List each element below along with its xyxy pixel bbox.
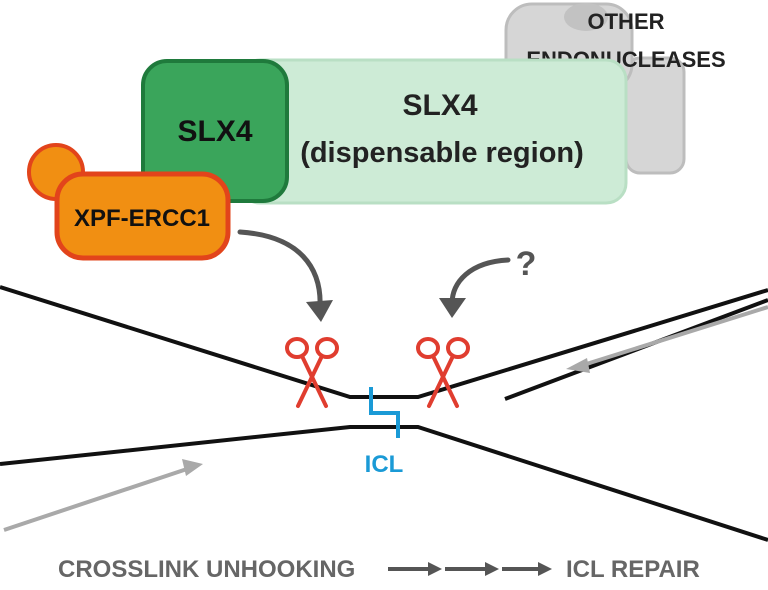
curved-arrow-icon [439,257,511,318]
slx4-dispensable-label-line1: SLX4 [402,89,477,122]
slx4-dispensable-region: SLX4 (dispensable region) [238,58,628,205]
scissors-icon [285,337,339,408]
scissors-icon [416,337,470,408]
slx4-core-label: SLX4 [177,115,252,148]
pathway-arrows [388,562,552,576]
xpf-ercc1-label: XPF-ERCC1 [74,205,210,232]
step-icl-repair: ICL REPAIR [566,556,700,583]
step-crosslink-unhooking: CROSSLINK UNHOOKING [58,556,355,583]
curved-arrow-icon [237,229,333,322]
nascent-strand-arrow [3,459,203,532]
icl-label: ICL [365,451,404,478]
slx4-dispensable-label-line2: (dispensable region) [300,137,584,169]
pathway-steps: CROSSLINK UNHOOKING ICL REPAIR [58,556,700,583]
question-mark-label: ? [516,245,537,283]
xpf-ercc1-protein: XPF-ERCC1 [27,143,231,261]
crosslink-icon: ICL [365,387,404,478]
nascent-strand-arrow [566,305,768,373]
other-endonucleases-label-line1: OTHER [588,9,665,34]
